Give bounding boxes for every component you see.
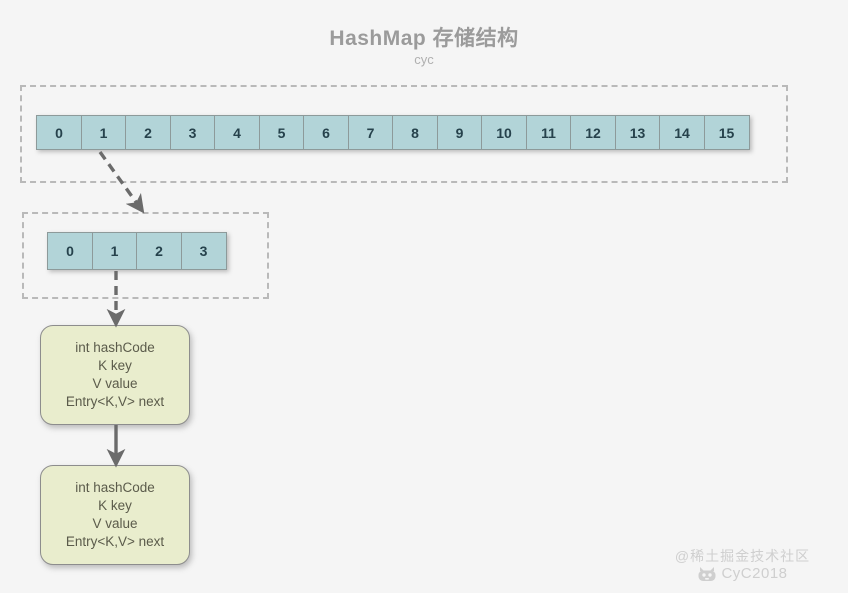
array-cell[interactable]: 15 [703, 115, 750, 150]
array-cell[interactable]: 1 [80, 115, 127, 150]
entry-field-next: Entry<K,V> next [65, 534, 165, 549]
array-cell[interactable]: 6 [303, 115, 349, 150]
array-cell[interactable]: 2 [125, 115, 171, 150]
watermark-author: CyC2018 [721, 565, 788, 582]
array-cell[interactable]: 11 [525, 115, 572, 150]
bucket-cell[interactable]: 1 [91, 232, 138, 270]
entry-field-hashcode: int hashCode [75, 340, 155, 355]
array-cell[interactable]: 8 [392, 115, 438, 150]
entry-node[interactable]: int hashCode K key V value Entry<K,V> ne… [40, 325, 190, 425]
bucket-cell[interactable]: 2 [136, 232, 182, 270]
watermark-author-row: CyC2018 [645, 565, 840, 583]
array-cell[interactable]: 3 [169, 115, 216, 150]
entry-field-key: K key [98, 358, 132, 373]
entry-node[interactable]: int hashCode K key V value Entry<K,V> ne… [40, 465, 190, 565]
entry-field-value: V value [92, 516, 138, 531]
entry-field-next: Entry<K,V> next [65, 394, 165, 409]
bucket-array: 0 1 2 3 [47, 232, 227, 270]
array-cell[interactable]: 4 [214, 115, 260, 150]
bucket-array-group [22, 212, 269, 299]
array-cell[interactable]: 12 [570, 115, 616, 150]
entry-field-key: K key [98, 498, 132, 513]
array-cell[interactable]: 10 [481, 115, 527, 150]
array-cell[interactable]: 9 [436, 115, 483, 150]
array-cell[interactable]: 13 [614, 115, 661, 150]
hash-table-array: 0 1 2 3 4 5 6 7 8 9 10 11 12 13 14 15 [36, 115, 750, 150]
main-array-group [20, 85, 788, 183]
array-cell[interactable]: 0 [36, 115, 82, 150]
watermark-community: @稀土掘金技术社区 [674, 548, 811, 564]
entry-field-value: V value [92, 376, 138, 391]
page-subtitle: cyc [414, 52, 434, 67]
bucket-cell[interactable]: 0 [47, 232, 93, 270]
bucket-cell[interactable]: 3 [180, 232, 227, 270]
array-cell[interactable]: 7 [347, 115, 394, 150]
cat-logo-icon [698, 567, 716, 581]
page-title: HashMap 存储结构 [329, 27, 519, 50]
array-cell[interactable]: 14 [659, 115, 705, 150]
entry-field-hashcode: int hashCode [75, 480, 155, 495]
array-cell[interactable]: 5 [258, 115, 305, 150]
watermark: @稀土掘金技术社区 CyC2018 [645, 548, 840, 583]
